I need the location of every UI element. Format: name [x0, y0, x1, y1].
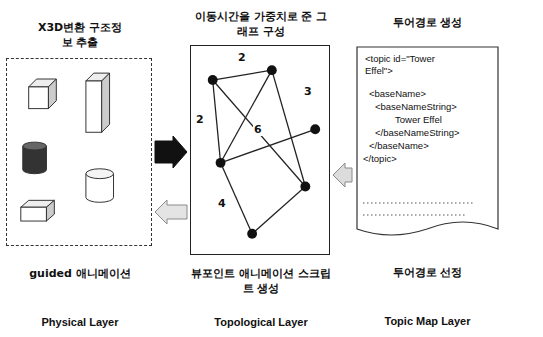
- layer-panel: X3D변환 구조정보 추출guided 애니메이션Physical Layer: [6, 58, 152, 246]
- panel-heading: 투어경로 생성: [353, 16, 503, 31]
- xml-line: Tower Effel: [395, 115, 442, 125]
- panel-caption: guided 애니메이션: [5, 267, 155, 282]
- document-panel: 투어경로 생성투어경로 선정Topic Map Layer<topic id="…: [355, 45, 500, 240]
- layer-name: Topological Layer: [191, 315, 331, 330]
- panel-heading: 이동시간을 가중치로 준 그래프 구성: [191, 10, 331, 40]
- block-arrow: [155, 200, 187, 224]
- edge-weight: 6: [253, 124, 263, 136]
- xml-line: <baseNameString>: [375, 102, 457, 112]
- xml-line: </baseNameString>: [375, 128, 460, 138]
- shapes-illustration: [7, 59, 151, 245]
- layer-panel: 이동시간을 가중치로 준 그래프 구성뷰포인트 애니메이션 스크립트 생성Top…: [190, 45, 330, 255]
- panel-caption: 투어경로 선정: [353, 266, 503, 281]
- edge-weight: 4: [217, 198, 227, 210]
- edge-weight: 2: [195, 114, 205, 126]
- edge-weight: 2: [237, 52, 247, 64]
- xml-line: </topic>: [363, 154, 397, 164]
- panel-caption: 뷰포인트 애니메이션 스크립트 생성: [191, 267, 331, 297]
- xml-line: <baseName>: [369, 89, 426, 99]
- block-arrow: [333, 163, 352, 187]
- panel-heading: X3D변환 구조정보 추출: [35, 21, 125, 51]
- layer-name: Physical Layer: [5, 315, 155, 330]
- xml-line: <topic id="Tower Effel">: [365, 53, 445, 77]
- edge-weight: 3: [303, 86, 313, 98]
- block-arrow: [155, 136, 187, 168]
- graph-illustration: [191, 46, 329, 254]
- layer-name: Topic Map Layer: [353, 314, 503, 329]
- xml-line: </baseName>: [369, 141, 429, 151]
